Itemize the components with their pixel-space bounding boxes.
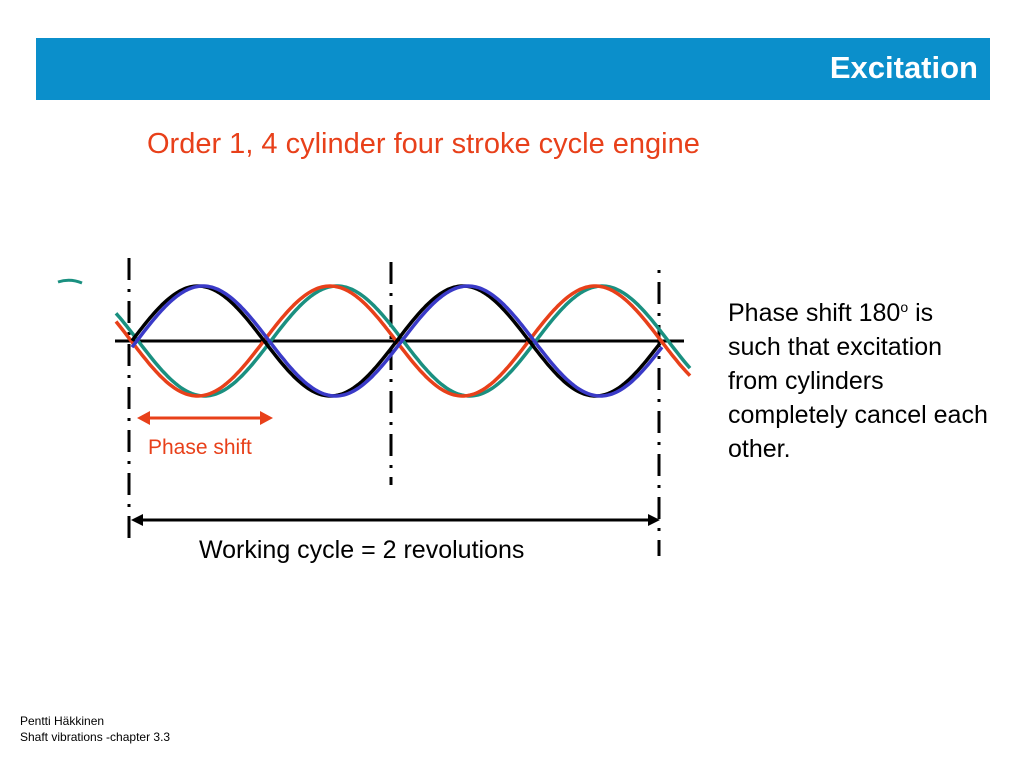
explanation-note: Phase shift 180o is such that excitation… bbox=[728, 296, 988, 466]
degree-superscript: o bbox=[900, 299, 909, 315]
decorative-mark bbox=[57, 278, 83, 285]
working-cycle-arrowhead-right bbox=[648, 514, 660, 526]
phase-shift-arrowhead-right bbox=[260, 411, 273, 425]
wave-black bbox=[130, 284, 662, 398]
note-text-end: is such that excitation from cylinders c… bbox=[728, 299, 988, 463]
header-bar: Excitation bbox=[36, 38, 990, 100]
phase-shift-arrowhead-left bbox=[137, 411, 150, 425]
note-text-start: Phase shift 180 bbox=[728, 299, 901, 327]
page-title: Excitation bbox=[829, 50, 978, 85]
slide-footer: Pentti Häkkinen Shaft vibrations -chapte… bbox=[20, 713, 170, 745]
working-cycle-arrowhead-left bbox=[131, 514, 143, 526]
working-cycle-label: Working cycle = 2 revolutions bbox=[199, 536, 525, 564]
slide-subtitle: Order 1, 4 cylinder four stroke cycle en… bbox=[147, 128, 700, 160]
phase-shift-label: Phase shift bbox=[148, 436, 252, 459]
footer-author: Pentti Häkkinen bbox=[20, 714, 105, 728]
wave-blue bbox=[130, 284, 664, 398]
wave-red bbox=[114, 284, 692, 398]
footer-source: Shaft vibrations -chapter 3.3 bbox=[20, 730, 171, 744]
